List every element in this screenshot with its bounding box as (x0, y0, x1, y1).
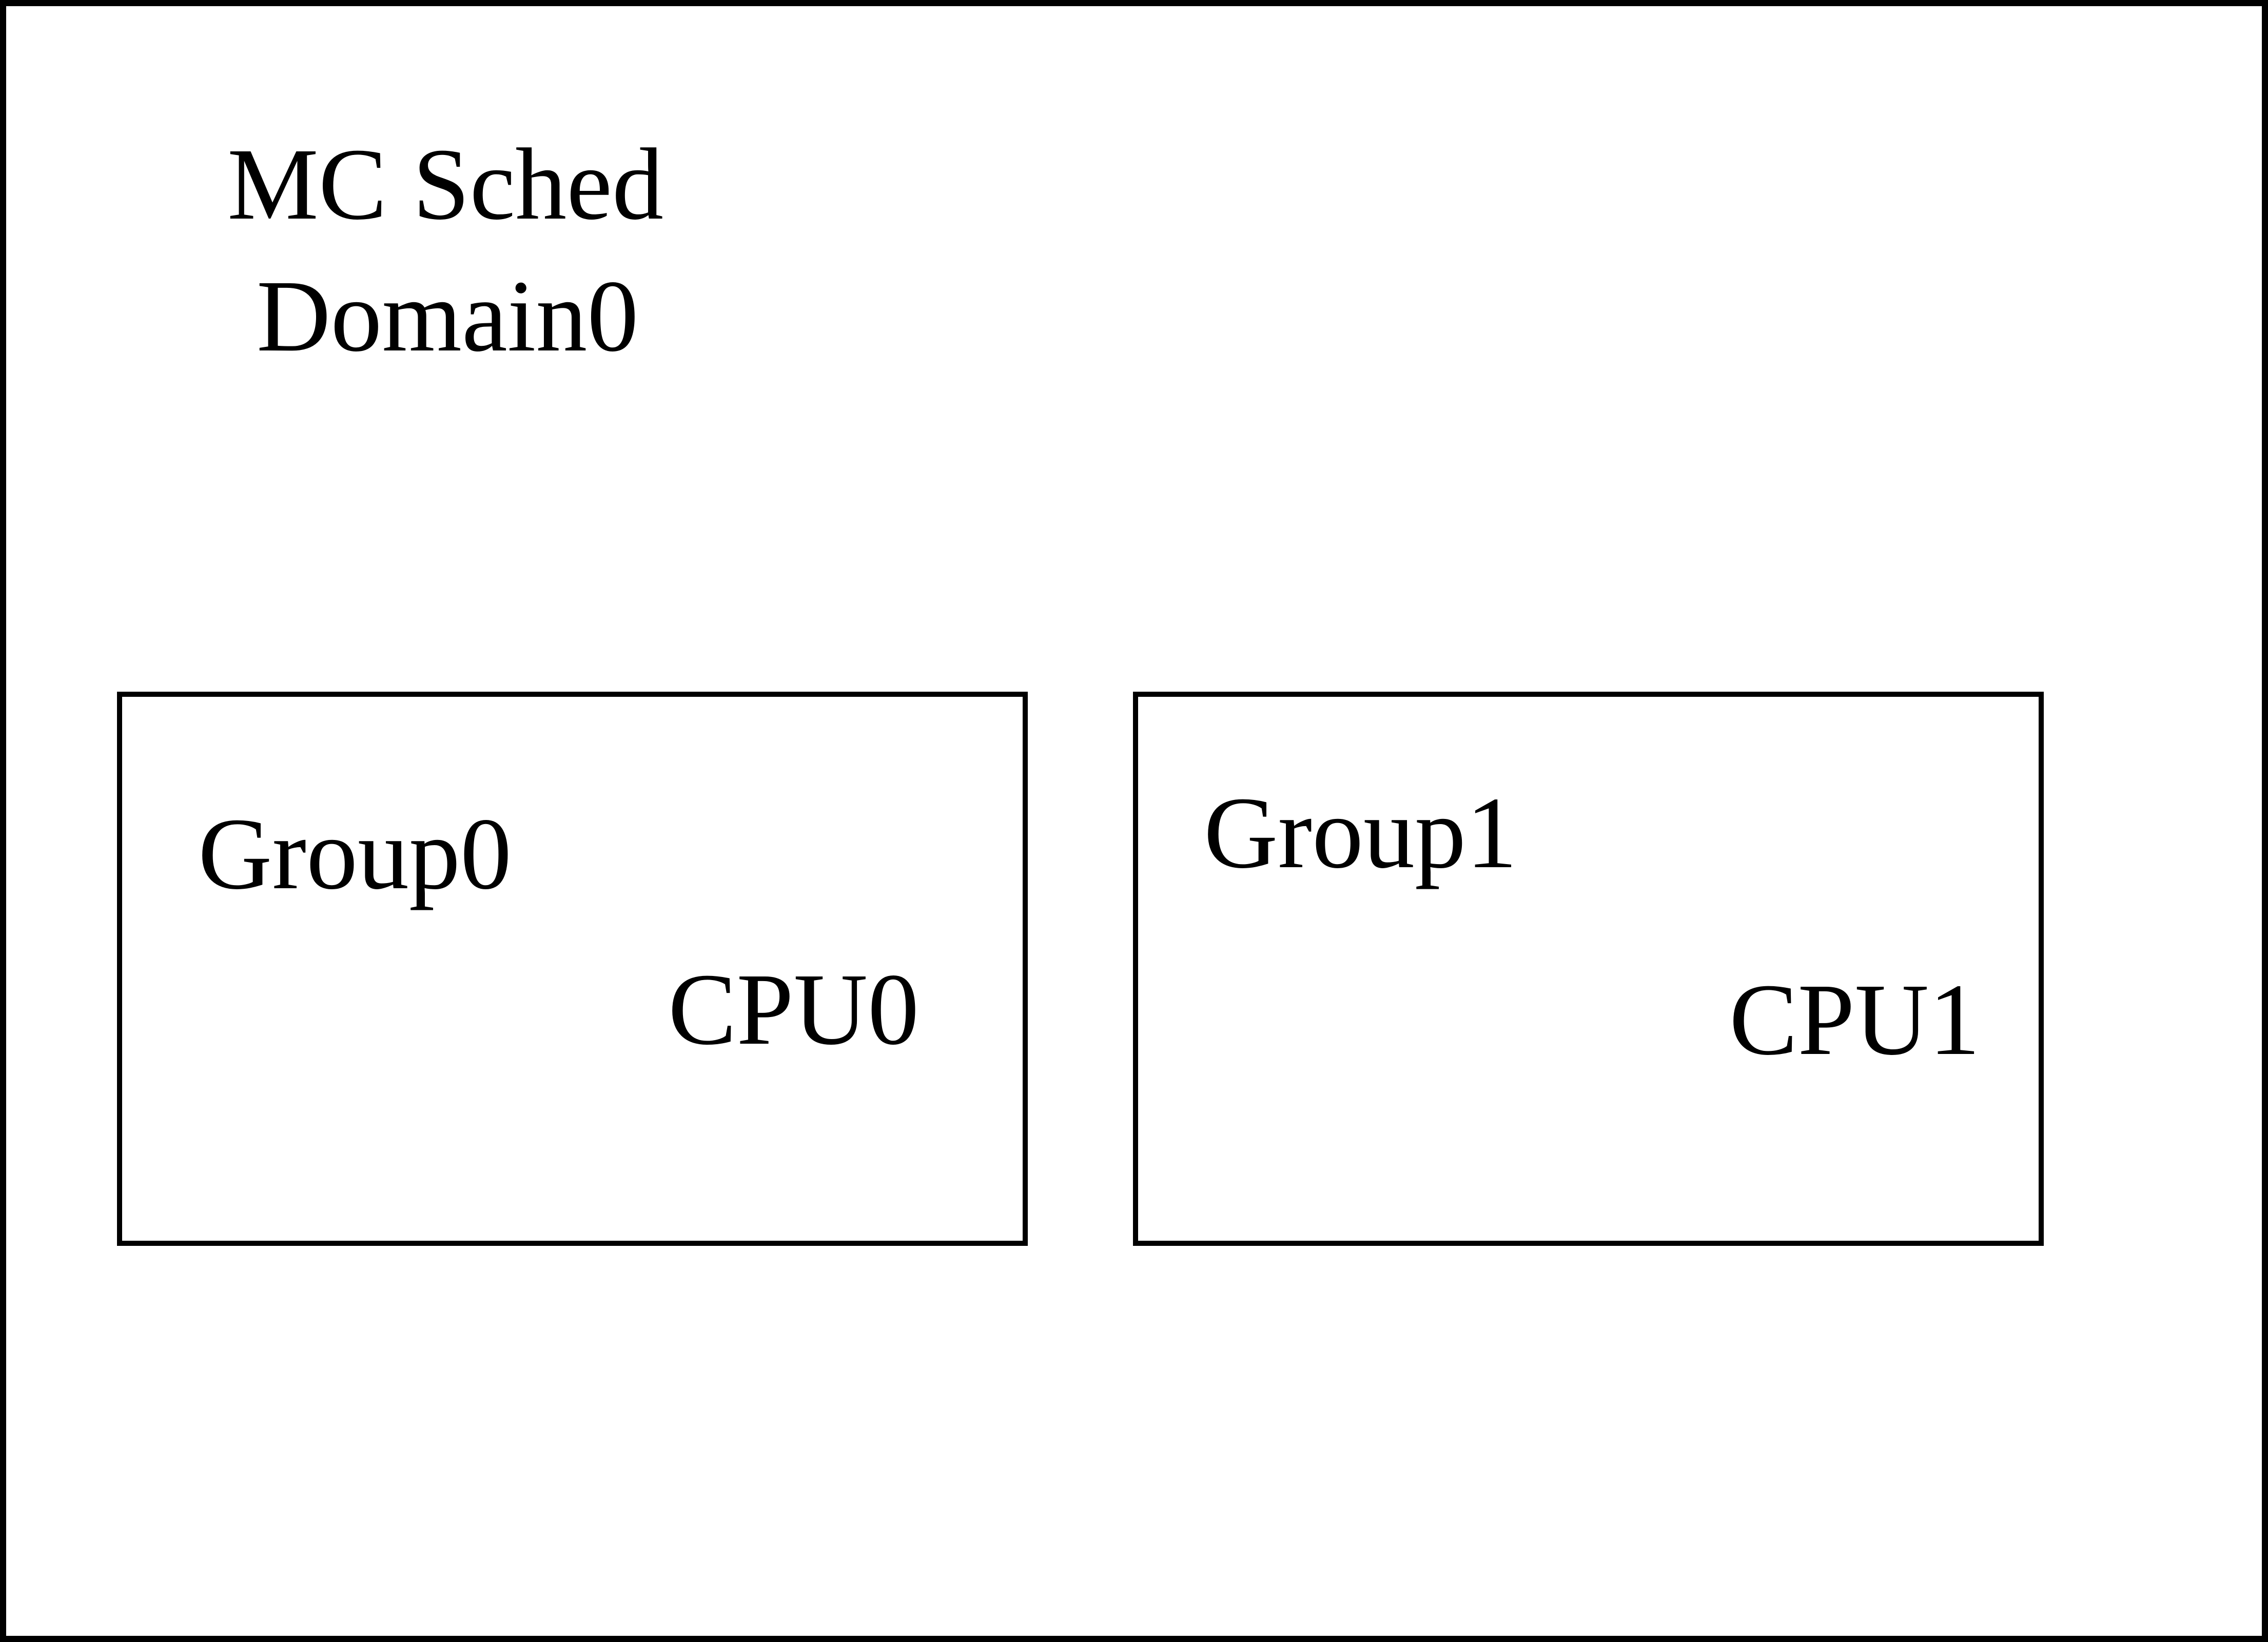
group1-box: Group1 CPU1 (1133, 692, 2044, 1246)
domain-title-line2: Domain0 (257, 260, 639, 373)
cpu1-label: CPU1 (1729, 963, 1981, 1077)
group0-box: Group0 CPU0 (117, 692, 1028, 1246)
group0-label: Group0 (198, 797, 512, 911)
cpu0-label: CPU0 (668, 953, 920, 1066)
group1-label: Group1 (1204, 776, 1518, 890)
domain-title-line1: MC Sched (227, 128, 663, 241)
